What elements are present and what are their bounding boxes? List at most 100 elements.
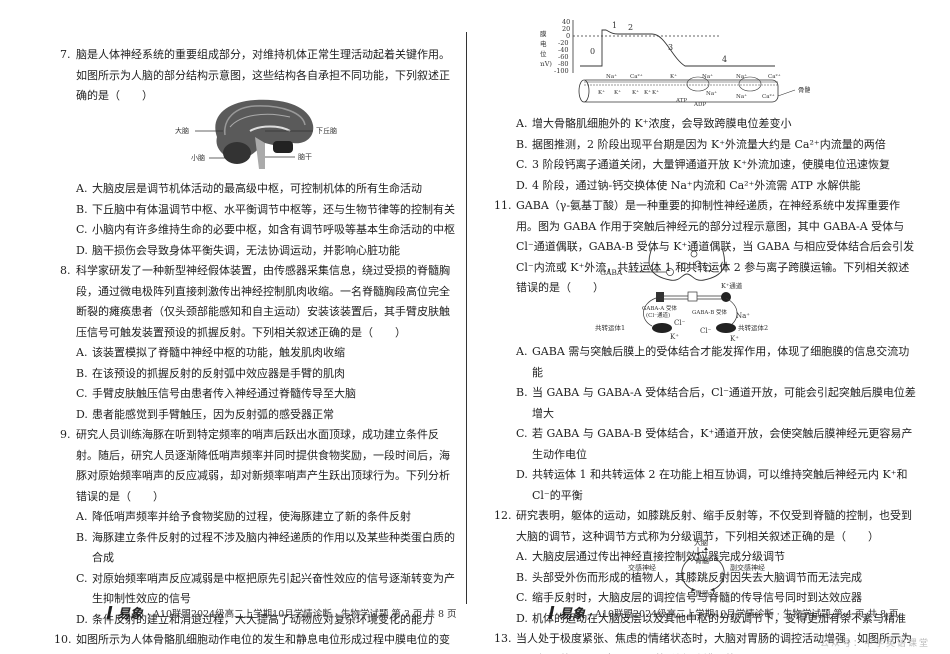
option-label: A. [76, 510, 88, 523]
option-11b[interactable]: B. 当 GABA 与 GABA-A 受体结合后，Cl⁻通道开放，可能会引起突触后… [500, 383, 920, 424]
option-label: B. [76, 366, 88, 380]
question-9: 9. 研究人员训练海豚在听到特定频率的哨声后跃出水面顶球，成功建立条件反射。随后… [60, 425, 460, 507]
option-12a[interactable]: A.大脑皮层通过传出神经直接控制效应器完成分级调节 [500, 547, 920, 568]
option-12c[interactable]: C.缩手反射时，大脑皮层的调控信号与脊髓的传导信号同时到达效应器 [500, 588, 920, 609]
option-text: 据图推测，2 阶段出现平台期是因为 K⁺外流量大约是 Ca²⁺内流量的两倍 [532, 137, 886, 151]
y-axis-label: (mV) [540, 60, 552, 68]
option-label: B. [76, 530, 88, 544]
question-stem: GABA（γ-氨基丁酸）是一种重要的抑制性神经递质，在神经系统中发挥重要作用。图… [516, 199, 915, 294]
option-10b[interactable]: B.据图推测，2 阶段出现平台期是因为 K⁺外流量大约是 Ca²⁺内流量的两倍 [500, 135, 920, 156]
option-text: 脑干损伤会导致身体平衡失调，无法协调运动，并影响心脏功能 [92, 243, 400, 257]
option-text: 在该预设的抓握反射的反射弧中效应器是手臂的肌肉 [92, 366, 345, 380]
option-9a[interactable]: A.降低哨声频率并给予食物奖励的过程，使海豚建立了新的条件反射 [60, 507, 460, 528]
question-number: 9. [60, 428, 71, 441]
option-text: 增大骨骼肌细胞外的 K⁺浓度，会导致跨膜电位差变小 [532, 117, 792, 130]
option-7b[interactable]: B.下丘脑中有体温调节中枢、水平衡调节中枢等，还与生物节律等的控制有关 [60, 200, 460, 221]
option-10c[interactable]: C. 3 阶段钙离子通道关闭，大量钾通道开放 K⁺外流加速，使膜电位迅速恢复 [500, 155, 920, 176]
option-7a[interactable]: A.大脑皮层是调节机体活动的最高级中枢，可控制机体的所有生命活动 [60, 179, 460, 200]
option-label: D. [516, 468, 528, 481]
question-number: 12. [494, 509, 512, 522]
logo: 易象 [117, 607, 144, 622]
option-11d[interactable]: D.共转运体 1 和共转运体 2 在功能上相互协调，可以维持突触后神经元内 K⁺… [500, 465, 920, 506]
footer-text: · A10联盟2024级高二上学期10月学情诊断 · 生物学试题 第 3 页 共… [147, 608, 457, 620]
label-cotransporter-1: 共转运体1 [595, 323, 625, 332]
option-12b[interactable]: B.头部受外伤而形成的植物人，其膝跳反射因失去大脑调节而无法完成 [500, 568, 920, 589]
adp-label: ADP [693, 102, 706, 108]
option-label: C. [76, 223, 88, 236]
option-8a[interactable]: A.该装置模拟了脊髓中神经中枢的功能，触发肌肉收缩 [60, 343, 460, 364]
option-10a[interactable]: A. 增大骨骼肌细胞外的 K⁺浓度，会导致跨膜电位差变小 [500, 114, 920, 135]
exam-page-3: 7. 脑是人体神经系统的重要组成部分，对维持机体正常生理活动起着关键作用。如图所… [54, 0, 460, 654]
ion-label: Na⁺ [736, 74, 747, 80]
ion-label: K⁺ [614, 90, 621, 96]
question-number: 8. [60, 264, 71, 277]
question-stem: 脑是人体神经系统的重要组成部分，对维持机体正常生理活动起着关键作用。如图所示为人… [76, 48, 450, 102]
ion-label: Ca²⁺ [762, 93, 775, 100]
label-gut: 胃肠 [695, 589, 709, 598]
option-10d[interactable]: D.4 阶段，通过钠-钙交换体使 Na⁺内流和 Ca²⁺外流需 ATP 水解供能 [500, 176, 920, 197]
phase-label: 3 [668, 43, 673, 52]
option-label: A. [516, 117, 528, 130]
option-label: C. [76, 387, 88, 400]
ion-label: K⁺ [652, 90, 659, 96]
label-k: K⁺ [730, 335, 739, 342]
ion-label: K⁺ [644, 90, 651, 96]
cell-label: 骨骼肌细胞 [798, 85, 810, 94]
option-label: B. [516, 386, 528, 399]
phase-label: 1 [612, 21, 617, 30]
option-7d[interactable]: D.脑干损伤会导致身体平衡失调，无法协调运动，并影响心脏功能 [60, 241, 460, 262]
option-8c[interactable]: C. 手臂皮肤触压信号由患者传入神经通过脊髓传导至大脑 [60, 384, 460, 405]
option-text: 若 GABA 与 GABA-B 受体结合，K⁺通道开放，会使突触后膜神经元更容易… [532, 427, 913, 461]
option-11c[interactable]: C. 若 GABA 与 GABA-B 受体结合，K⁺通道开放，会使突触后膜神经元更… [500, 424, 920, 465]
option-9d[interactable]: D.条件反射的建立和消退过程，大大提高了动物应对复杂环境变化的能力 [60, 610, 460, 631]
question-stem: 如图所示为人体骨骼肌细胞动作电位的发生和静息电位形成过程中膜电位的变化，及与该过… [76, 633, 455, 654]
label-na: Na⁺ [736, 312, 750, 320]
option-text: GABA 需与突触后膜上的受体结合才能发挥作用，体现了细胞膜的信息交流功能 [532, 345, 910, 379]
gut-regulation-diagram: 大脑 脊髓 交感神经 副交感神经 胃肠 [628, 538, 765, 598]
option-9b[interactable]: B.海豚建立条件反射的过程不涉及脑内神经递质的作用以及某些种类蛋白质的合成 [60, 528, 460, 569]
page-footer: 易象 · A10联盟2024级高二上学期10月学情诊断 · 生物学试题 第 3 … [106, 603, 457, 622]
label-brain: 大脑 [694, 538, 708, 547]
logo-mark-icon [106, 606, 113, 619]
question-13: 13. 当人处于极度紧张、焦虑的情绪状态时，大脑对胃肠的调控活动增强，如图所示为… [494, 629, 920, 654]
label-gaba-a-receptor: GABA-A 受体 [642, 304, 677, 312]
option-7c[interactable]: C.小脑内有许多维持生命的必要中枢，如含有调节呼吸等基本生命活动的中枢 [60, 220, 460, 241]
question-stem: 研究表明，躯体的运动，如膝跳反射、缩手反射等，不仅受到脊髓的控制，也受到大脑的调… [516, 509, 912, 543]
question-number: 7. [60, 48, 71, 61]
option-label: D. [76, 612, 88, 626]
option-11a[interactable]: A.GABA 需与突触后膜上的受体结合才能发挥作用，体现了细胞膜的信息交流功能 [500, 342, 920, 383]
option-label: A. [516, 550, 528, 563]
y-tick: 0 [566, 32, 570, 40]
option-label: A. [76, 346, 88, 359]
option-text: 机体的运动在大脑皮层以及其他中枢的分级调节下，变得更加有条不紊与精准 [532, 611, 906, 625]
y-tick: -100 [554, 67, 569, 75]
option-text: 手臂皮肤触压信号由患者传入神经通过脊髓传导至大脑 [92, 387, 356, 400]
watermark: 公众号：中学英语课堂 [819, 639, 930, 649]
option-8b[interactable]: B. 在该预设的抓握反射的反射弧中效应器是手臂的肌肉 [60, 364, 460, 385]
ion-label: Na⁺ [736, 94, 747, 100]
question-12: 12. 研究表明，躯体的运动，如膝跳反射、缩手反射等，不仅受到脊髓的控制，也受到… [494, 506, 920, 547]
label-cl-channel: (Cl⁻通道) [646, 311, 670, 319]
option-8d[interactable]: D.患者能感觉到手臂触压，因为反射弧的感受器正常 [60, 405, 460, 426]
action-potential-diagram: 膜 电 位 (mV) 40 20 0 -20 -40 -60 -80 -100 … [540, 18, 810, 108]
label-cl: Cl⁻ [700, 327, 712, 335]
y-tick: -60 [558, 53, 568, 61]
option-9c[interactable]: C.对原始频率哨声反应减弱是中枢把原先引起兴奋性效应的信号逐渐转变为产生抑制性效… [60, 569, 460, 610]
footer-text: · A10联盟2024级高二上学期10月学情诊断 · 生物学试题 第 4 页 共… [589, 608, 899, 620]
option-12d[interactable]: D.机体的运动在大脑皮层以及其他中枢的分级调节下，变得更加有条不紊与精准 [500, 609, 920, 630]
option-text: 当 GABA 与 GABA-A 受体结合后，Cl⁻通道开放，可能会引起突触后膜电… [532, 386, 916, 420]
brain-diagram: 大脑 下丘脑 小脑 脑干 [175, 99, 337, 169]
option-label: C. [516, 427, 528, 440]
exam-page-4: 膜 电 位 (mV) 40 20 0 -20 -40 -60 -80 -100 … [494, 0, 920, 654]
label-cotransporter-2: 共转运体2 [738, 323, 768, 332]
y-tick: 20 [562, 25, 570, 33]
option-label: C. [516, 158, 528, 171]
option-text: 3 阶段钙离子通道关闭，大量钾通道开放 K⁺外流加速，使膜电位迅速恢复 [532, 158, 891, 171]
option-label: C. [516, 591, 528, 604]
label-brainstem: 脑干 [298, 152, 312, 161]
label-gaba: GABA [600, 268, 623, 277]
label-parasympathetic: 副交感神经 [730, 563, 765, 572]
ion-label: Na⁺ [702, 74, 713, 80]
option-text: 头部受外伤而形成的植物人，其膝跳反射因失去大脑调节而无法完成 [532, 570, 862, 584]
y-axis-label: 膜 [540, 29, 547, 38]
